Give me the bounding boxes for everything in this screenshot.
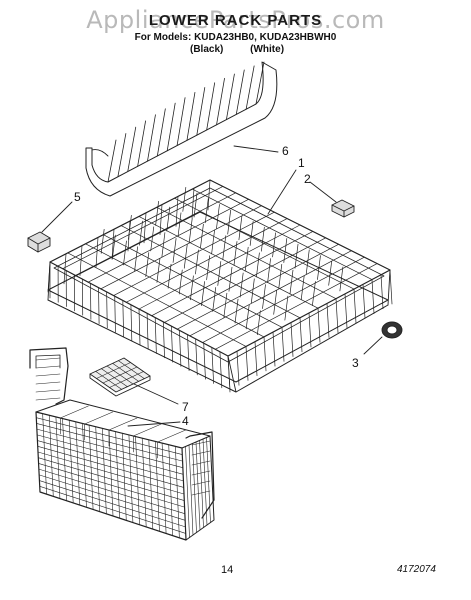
callout-5: 5: [74, 190, 81, 204]
callout-6: 6: [282, 144, 289, 158]
callout-3: 3: [352, 356, 359, 370]
color-variant-black: (Black): [190, 44, 224, 55]
page-title: LOWER RACK PARTS: [148, 12, 323, 29]
color-variants: (Black) (White): [190, 44, 284, 55]
tine-row-part: [85, 61, 278, 197]
callout-7: 7: [182, 400, 189, 414]
model-list: For Models: KUDA23HB0, KUDA23HBWH0: [134, 32, 337, 43]
lower-rack-part: [47, 179, 393, 393]
silverware-basket-part: [29, 347, 215, 541]
color-variant-white: (White): [250, 44, 285, 55]
wheel-bracket-part: [27, 201, 73, 253]
callout-2: 2: [304, 172, 311, 186]
watermark-text: AppliancePartsPros.com: [86, 6, 385, 34]
rack-wheel-part: [363, 321, 403, 355]
callout-leaders: [127, 145, 297, 427]
mesh-tray-part: [89, 357, 151, 397]
callout-4: 4: [182, 414, 189, 428]
document-number: 4172074: [397, 564, 436, 575]
rack-clip-part: [309, 181, 355, 218]
page-number: 14: [221, 564, 234, 576]
callout-1: 1: [298, 156, 305, 170]
